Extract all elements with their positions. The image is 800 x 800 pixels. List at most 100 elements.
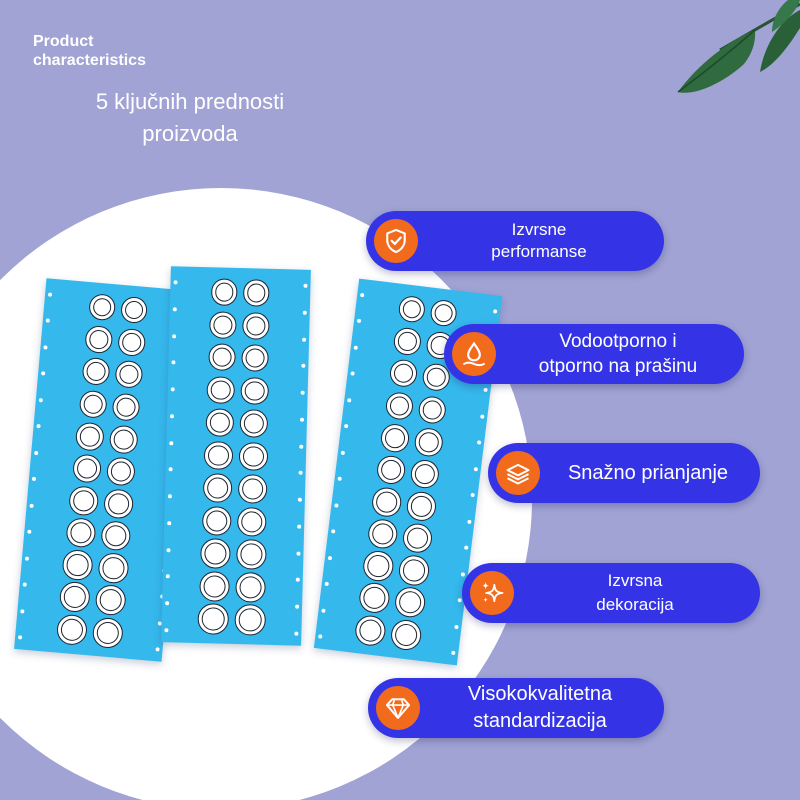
- sticker-cell: [68, 485, 100, 517]
- sheet-hole: [356, 319, 362, 324]
- sticker-cell: [242, 279, 271, 307]
- sticker-cell: [389, 617, 424, 652]
- sheet-hole: [172, 333, 177, 338]
- sheet-hole: [343, 424, 349, 429]
- sheet-hole: [330, 529, 336, 534]
- sticker-cell: [379, 422, 411, 454]
- sticker-cell: [201, 505, 232, 537]
- sticker-cell: [388, 358, 419, 389]
- sheet-hole: [298, 471, 303, 476]
- feature-pill-adhesion: Snažno prianjanje: [488, 443, 760, 503]
- sheet-hole: [340, 450, 346, 455]
- diamond-icon: [376, 686, 420, 730]
- sheet-hole: [43, 345, 48, 350]
- sticker-cell: [353, 613, 388, 648]
- sticker-cell: [205, 408, 235, 438]
- sheet-hole: [337, 476, 342, 482]
- sheet-hole: [303, 283, 308, 288]
- sticker-cell: [236, 539, 267, 570]
- sticker-cell: [202, 473, 233, 504]
- sheet-hole: [302, 337, 307, 342]
- sticker-cell: [370, 486, 403, 518]
- sheet-hole: [167, 521, 172, 526]
- feature-label: Izvrsne performanse: [491, 220, 587, 261]
- feature-label: Visokokvalitetna standardizacija: [467, 683, 613, 732]
- sticker-cell: [209, 310, 237, 339]
- sticker-cell: [393, 585, 427, 620]
- sheet-hole: [295, 578, 300, 583]
- sticker-cell: [238, 441, 268, 472]
- sticker-cell: [207, 343, 236, 372]
- sticker-cell: [210, 278, 238, 306]
- sheet-hole: [297, 524, 302, 529]
- sheet-hole: [492, 309, 498, 314]
- shield-check-icon: [374, 219, 418, 263]
- waterdrop-icon: [452, 332, 496, 376]
- sheet-hole: [167, 494, 172, 499]
- sheet-hole: [299, 417, 305, 422]
- feature-pill-waterproof: Vodootporno i otporno na prašinu: [444, 324, 744, 384]
- page-title: 5 ključnih prednosti proizvoda: [95, 89, 285, 146]
- feature-pill-decoration: Izvrsna dekoracija: [462, 563, 760, 623]
- sheet-hole: [171, 360, 176, 365]
- sheet-hole: [295, 604, 300, 609]
- sticker-cell: [357, 581, 392, 615]
- sheet-hole: [353, 345, 358, 350]
- sheet-hole: [480, 414, 485, 419]
- sheet-hole: [24, 556, 30, 561]
- sheet-hole: [359, 292, 365, 298]
- feature-label: Vodootporno i otporno na prašinu: [538, 331, 698, 377]
- sheet-hole: [463, 545, 469, 551]
- sticker-cell: [375, 454, 407, 486]
- sticker-cell: [200, 538, 231, 569]
- sheet-hole: [27, 529, 32, 535]
- sticker-cell: [397, 294, 427, 324]
- sheet-hole: [318, 634, 323, 639]
- sticker-cell: [84, 325, 114, 354]
- sheet-hole: [20, 608, 25, 614]
- sticker-cell: [87, 293, 117, 322]
- sheet-hole: [473, 466, 479, 472]
- sheet-hole: [45, 318, 50, 324]
- sheet-hole: [321, 608, 326, 613]
- sheet-hole: [470, 493, 475, 498]
- sticker-cell: [405, 490, 438, 523]
- sheet-hole: [165, 574, 170, 579]
- sheet-hole: [166, 547, 171, 553]
- sticker-cell: [413, 426, 445, 458]
- sheet-hole: [300, 390, 305, 395]
- sheet-hole: [168, 467, 173, 472]
- sticker-cell: [91, 616, 125, 650]
- sheet-hole: [347, 397, 352, 403]
- sheet-hole: [155, 647, 160, 652]
- sheet-hole: [47, 292, 53, 297]
- sticker-cell: [71, 453, 103, 484]
- sticker-cell: [240, 376, 269, 406]
- sticker-cell: [242, 311, 270, 340]
- sheet-hole: [173, 280, 178, 285]
- feature-pill-standardization: Visokokvalitetna standardizacija: [368, 678, 664, 738]
- sheet-hole: [301, 363, 306, 369]
- sticker-cell: [241, 344, 270, 373]
- feature-label: Izvrsna dekoracija: [596, 571, 674, 614]
- sticker-cell: [206, 375, 236, 405]
- sparkle-icon: [470, 571, 514, 615]
- sticker-cell: [108, 424, 139, 455]
- sticker-cell: [417, 394, 448, 426]
- sheet-hole: [38, 397, 44, 403]
- sticker-cell: [78, 389, 108, 419]
- sheet-hole: [294, 631, 299, 636]
- english-heading: Product characteristics: [33, 33, 146, 69]
- sheet-hole: [451, 650, 456, 656]
- sticker-cell: [236, 506, 268, 537]
- sheet-hole: [324, 581, 329, 587]
- sticker-cell: [105, 456, 137, 487]
- sheet-hole: [22, 582, 27, 587]
- sheet-hole: [327, 555, 333, 560]
- sheet-hole: [164, 628, 169, 633]
- sticker-cell: [102, 488, 134, 520]
- sheet-hole: [170, 387, 175, 392]
- sheet-hole: [296, 551, 301, 556]
- sticker-cell: [111, 392, 142, 422]
